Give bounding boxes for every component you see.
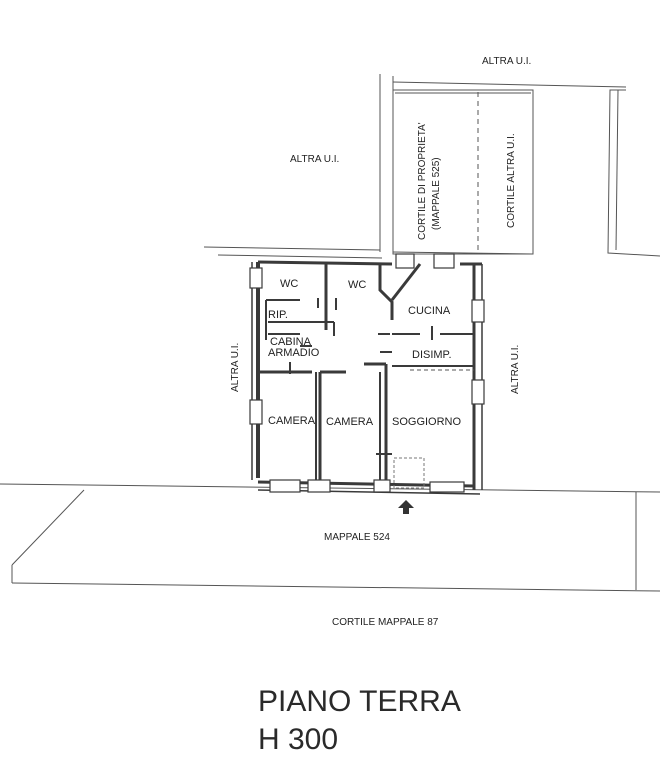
room-rip: RIP. (268, 309, 288, 321)
apartment-walls (249, 253, 485, 495)
plan-title: PIANO TERRA (258, 685, 461, 718)
room-camera-1: CAMERA (268, 415, 316, 427)
room-cucina: CUCINA (408, 305, 451, 317)
label-altra-mid: ALTRA U.I. (290, 154, 339, 165)
room-cabina-1: CABINA (270, 336, 312, 348)
label-cortile-mappale-87: CORTILE MAPPALE 87 (332, 617, 439, 628)
room-wc-2: WC (348, 279, 366, 291)
label-cortile-altra: CORTILE ALTRA U.I. (506, 133, 517, 228)
label-cortile-proprieta-1: CORTILE DI PROPRIETA' (417, 122, 428, 240)
entry-arrow-icon (398, 500, 414, 514)
room-soggiorno: SOGGIORNO (392, 416, 462, 428)
label-altra-left: ALTRA U.I. (230, 343, 241, 392)
room-disimp: DISIMP. (412, 349, 452, 361)
plan-height: H 300 (258, 723, 339, 756)
room-wc-1: WC (280, 278, 298, 290)
label-mappale-524: MAPPALE 524 (324, 532, 390, 543)
room-cabina-2: ARMADIO (268, 347, 320, 359)
room-camera-2: CAMERA (326, 416, 374, 428)
cortile-block (392, 89, 534, 255)
label-altra-top: ALTRA U.I. (482, 56, 531, 67)
label-cortile-proprieta-2: (MAPPALE 525) (431, 157, 442, 230)
boundary-lines (0, 74, 660, 592)
label-altra-right: ALTRA U.I. (510, 345, 521, 394)
